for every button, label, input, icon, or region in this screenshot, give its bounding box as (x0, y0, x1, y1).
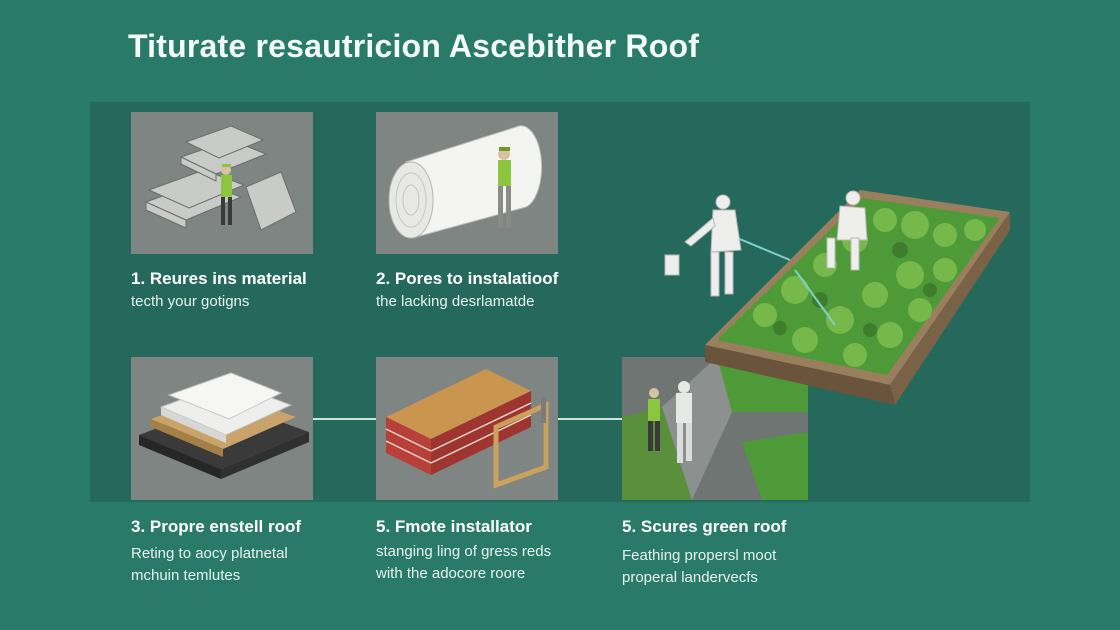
step-2-desc: the lacking desrlamatde (376, 293, 535, 310)
step-5-desc-line1: Feathing propersl moot (622, 547, 777, 564)
step-5-title: 5. Scures green roof (622, 517, 787, 536)
step-3-desc-line2: mchuin temlutes (131, 567, 241, 584)
step-3-desc-line1: Reting to aocy platnetal (131, 545, 288, 562)
step-5-desc-line2: properal landervecfs (622, 569, 758, 586)
roof-layers-icon (139, 372, 309, 479)
step-4-tile (376, 357, 558, 500)
step-4-desc-line1: stanging ling of gress reds (376, 543, 552, 560)
brick-wall-icon (385, 369, 549, 489)
step-4-desc-line2: with the adocore roore (376, 565, 526, 582)
page-title: Titurate resautricion Ascebither Roof (128, 28, 700, 64)
step-1-title: 1. Reures ins material (131, 269, 307, 288)
step-2-title: 2. Pores to instalatioof (376, 269, 559, 288)
step-3-title: 3. Propre enstell roof (131, 517, 302, 536)
green-roof-illustration (664, 190, 1010, 405)
step-2-tile (376, 112, 558, 254)
connector-4-5 (558, 418, 622, 420)
step-3-tile (131, 357, 313, 500)
green-roof-workers-icon (622, 357, 808, 500)
insulation-boards-icon (144, 125, 297, 231)
insulation-roll-icon (388, 125, 543, 239)
connector-3-4 (313, 418, 376, 420)
step-4-title: 5. Fmote installator (376, 517, 532, 536)
step-1-desc: tecth your gotigns (131, 293, 250, 310)
step-1-tile (131, 112, 313, 254)
step-5-tile (622, 357, 808, 500)
worker-icon (221, 164, 232, 225)
